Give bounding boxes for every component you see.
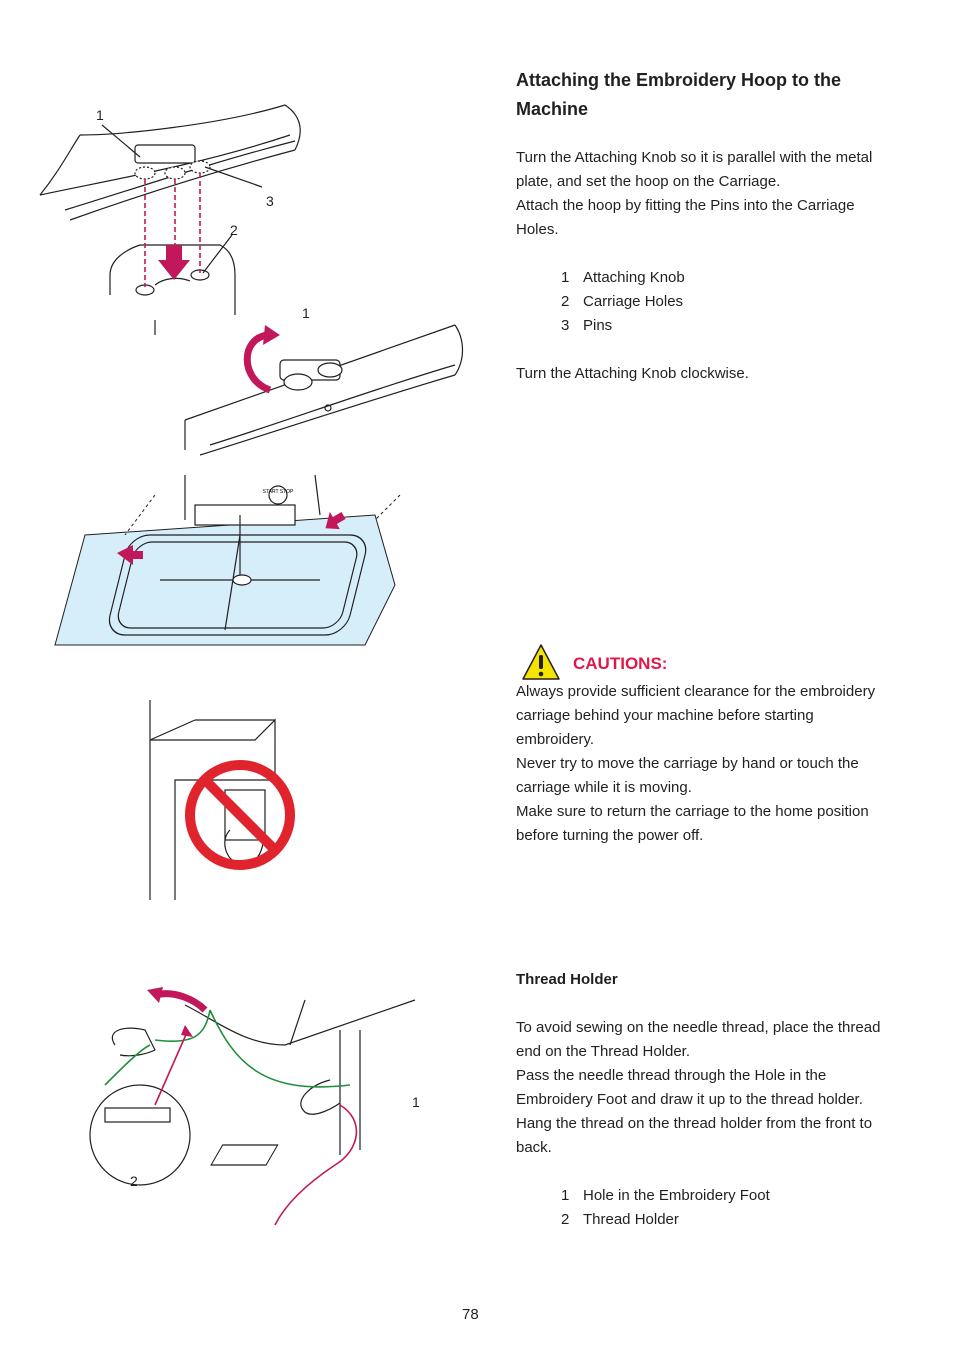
knob-turn-illustration xyxy=(184,324,464,456)
section-title-line2: Machine xyxy=(516,99,589,119)
intro-paragraph: Turn the Attaching Knob so it is paralle… xyxy=(516,146,916,242)
text-line: Embroidery Foot and draw it up to the th… xyxy=(516,1091,863,1108)
text-line: carriage while it is moving. xyxy=(516,779,692,796)
text-line: Hang the thread on the thread holder fro… xyxy=(516,1115,873,1132)
callout-1: 1 xyxy=(96,107,104,123)
thread-holder-text: To avoid sewing on the needle thread, pl… xyxy=(516,1016,916,1160)
knob-instruction: Turn the Attaching Knob clockwise. xyxy=(516,365,749,382)
text-line: end on the Thread Holder. xyxy=(516,1043,691,1060)
section-title: Attaching the Embroidery Hoop to the Mac… xyxy=(516,66,916,124)
text-line: Make sure to return the carriage to the … xyxy=(516,803,869,820)
text-line: Pass the needle thread through the Hole … xyxy=(516,1067,827,1084)
text-line: Turn the Attaching Knob so it is paralle… xyxy=(516,149,873,166)
section-title-line1: Attaching the Embroidery Hoop to the xyxy=(516,70,842,90)
text-line: before turning the power off. xyxy=(516,827,704,844)
callout-1: 1 xyxy=(302,305,310,321)
callout-2: 2 xyxy=(230,222,238,238)
text-line: plate, and set the hoop on the Carriage. xyxy=(516,173,781,190)
text-line: Attach the hoop by fitting the Pins into… xyxy=(516,197,855,214)
no-touch-carriage-illustration xyxy=(149,700,295,900)
start-stop-label: START STOP xyxy=(263,489,294,495)
hoop-attach-illustration xyxy=(39,104,301,335)
callout-2: 2 xyxy=(130,1173,138,1189)
cautions-text: Always provide sufficient clearance for … xyxy=(516,680,916,848)
text-line: To avoid sewing on the needle thread, pl… xyxy=(516,1019,881,1036)
text-line: back. xyxy=(516,1139,552,1156)
cautions-heading: CAUTIONS: xyxy=(573,654,668,673)
callout-1: 1 xyxy=(412,1094,420,1110)
page-number: 78 xyxy=(462,1306,479,1323)
thread-holder-heading: Thread Holder xyxy=(516,971,618,988)
text-line: Always provide sufficient clearance for … xyxy=(516,683,876,700)
warning-icon xyxy=(522,644,560,680)
text-line: embroidery. xyxy=(516,731,595,748)
hoop-on-machine-illustration: START STOP xyxy=(54,474,401,646)
text-line: Never try to move the carriage by hand o… xyxy=(516,755,859,772)
thread-holder-illustration xyxy=(89,987,416,1226)
text-line: Holes. xyxy=(516,221,559,238)
callout-3: 3 xyxy=(266,193,274,209)
text-line: carriage behind your machine before star… xyxy=(516,707,814,724)
